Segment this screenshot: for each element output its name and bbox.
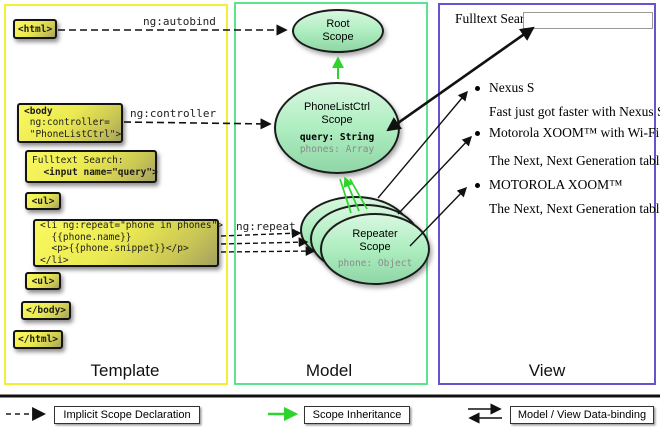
code-box-html-close: </html> bbox=[13, 330, 63, 349]
code-box-li-repeat: <li ng:repeat="phone in phones"> {{phone… bbox=[33, 219, 224, 267]
phonelistctrl-prop-phones: phones: Array bbox=[299, 143, 375, 155]
template-column-label: Template bbox=[90, 361, 160, 380]
bullet-icon bbox=[475, 183, 480, 188]
view-item-snippet: The Next, Next Generation tablet. bbox=[489, 201, 660, 216]
repeater-scope-ellipse: Repeater Scope phone: Object bbox=[320, 213, 430, 285]
code-fulltext-line1: Fulltext Search: bbox=[32, 155, 124, 166]
view-item-snippet: The Next, Next Generation tablet. bbox=[489, 153, 660, 168]
legend-implicit-scope-declaration: Implicit Scope Declaration bbox=[54, 406, 200, 424]
code-box-ul-open: <ul> bbox=[25, 192, 61, 210]
code-box-fulltext: Fulltext Search: <input name="query"> bbox=[25, 150, 158, 183]
bullet-icon bbox=[475, 131, 480, 136]
view-column-label: View bbox=[528, 361, 566, 380]
bullet-icon bbox=[475, 86, 480, 91]
phonelistctrl-prop-query: query: String bbox=[299, 131, 375, 143]
edge-label-ng-repeat: ng:repeat bbox=[236, 220, 296, 233]
model-column-label: Model bbox=[305, 361, 353, 380]
view-search-label: Fulltext Search: bbox=[455, 11, 541, 26]
code-ul-close: <ul> bbox=[31, 275, 55, 287]
repeater-prop-phone: phone: Object bbox=[337, 258, 413, 269]
phonelistctrl-scope-title: PhoneListCtrl Scope bbox=[303, 100, 371, 126]
phonelistctrl-scope-ellipse: PhoneListCtrl Scope query: String phones… bbox=[274, 82, 400, 174]
repeater-scope-title: Repeater Scope bbox=[352, 228, 398, 253]
legend-model-view-data-binding: Model / View Data-binding bbox=[510, 406, 654, 424]
view-item-title: MOTOROLA XOOM™ bbox=[489, 177, 623, 192]
code-box-body-close: </body> bbox=[21, 301, 71, 320]
code-html-close: </html> bbox=[17, 334, 59, 345]
view-item-title: Motorola XOOM™ with Wi-Fi bbox=[489, 125, 660, 140]
edge-label-ng-autobind: ng:autobind bbox=[143, 15, 216, 28]
code-html-open: <html> bbox=[17, 23, 53, 35]
code-body-open-line2: ng:controller= bbox=[24, 117, 110, 129]
view-item-title: Nexus S bbox=[489, 80, 535, 95]
code-box-body-open: <body ng:controller= "PhoneListCtrl"> bbox=[17, 103, 123, 143]
code-ul-open: <ul> bbox=[31, 195, 55, 207]
view-item-snippet: Fast just got faster with Nexus S. bbox=[489, 104, 660, 119]
code-box-html-open: <html> bbox=[13, 19, 57, 39]
root-scope-ellipse: Root Scope bbox=[292, 9, 384, 53]
code-body-open-line1: <body bbox=[24, 105, 53, 117]
code-box-ul-close: <ul> bbox=[25, 272, 61, 290]
edge-label-ng-controller: ng:controller bbox=[130, 107, 217, 120]
view-column bbox=[438, 3, 656, 385]
code-body-close: </body> bbox=[25, 305, 67, 316]
legend-scope-inheritance: Scope Inheritance bbox=[304, 406, 410, 424]
model-column bbox=[234, 2, 428, 385]
code-body-open-line3: "PhoneListCtrl"> bbox=[24, 128, 122, 140]
code-li-repeat: <li ng:repeat="phone in phones"> {{phone… bbox=[40, 220, 224, 266]
search-input[interactable] bbox=[523, 12, 653, 29]
root-scope-title: Root Scope bbox=[322, 18, 354, 43]
code-fulltext-line2: <input name="query"> bbox=[32, 166, 158, 178]
